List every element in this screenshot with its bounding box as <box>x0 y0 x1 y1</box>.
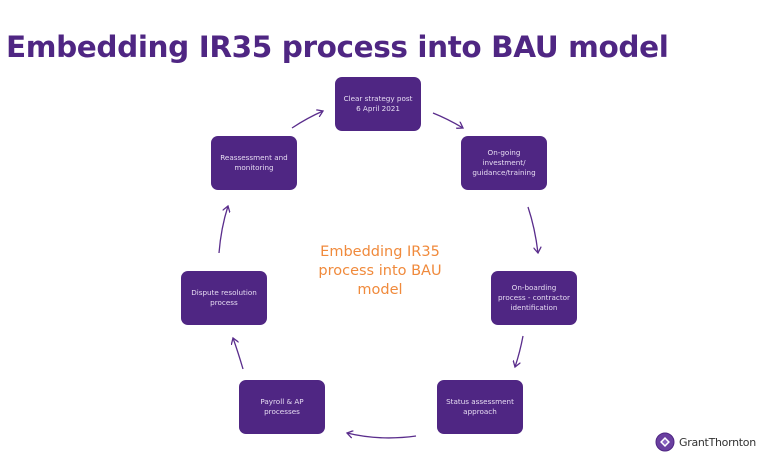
arrow-4-to-5 <box>347 433 417 439</box>
grant-thornton-logo-icon <box>655 432 675 452</box>
cycle-step-ongoing-investment: On-going investment/ guidance/training <box>461 136 547 190</box>
cycle-step-onboarding: On-boarding process - contractor identif… <box>491 271 577 325</box>
cycle-step-payroll-ap: Payroll & AP processes <box>239 380 325 434</box>
slide-title: Embedding IR35 process into BAU model <box>6 30 669 64</box>
arrow-1-to-2 <box>432 112 463 128</box>
cycle-center-label: Embedding IR35 process into BAU model <box>318 244 442 298</box>
cycle-step-clear-strategy: Clear strategy post 6 April 2021 <box>335 77 421 131</box>
arrow-2-to-3 <box>527 206 538 253</box>
cycle-step-dispute-resolution: Dispute resolution process <box>181 271 267 325</box>
cycle-step-status-assessment: Status assessment approach <box>437 380 523 434</box>
arrow-3-to-4 <box>515 335 524 367</box>
logo-text: GrantThornton <box>679 435 756 449</box>
arrow-6-to-7 <box>218 206 228 254</box>
cycle-step-reassessment: Reassessment and monitoring <box>211 136 297 190</box>
grant-thornton-logo: GrantThornton <box>655 432 756 452</box>
arrow-7-to-1 <box>291 111 323 129</box>
arrow-5-to-6 <box>233 338 244 370</box>
